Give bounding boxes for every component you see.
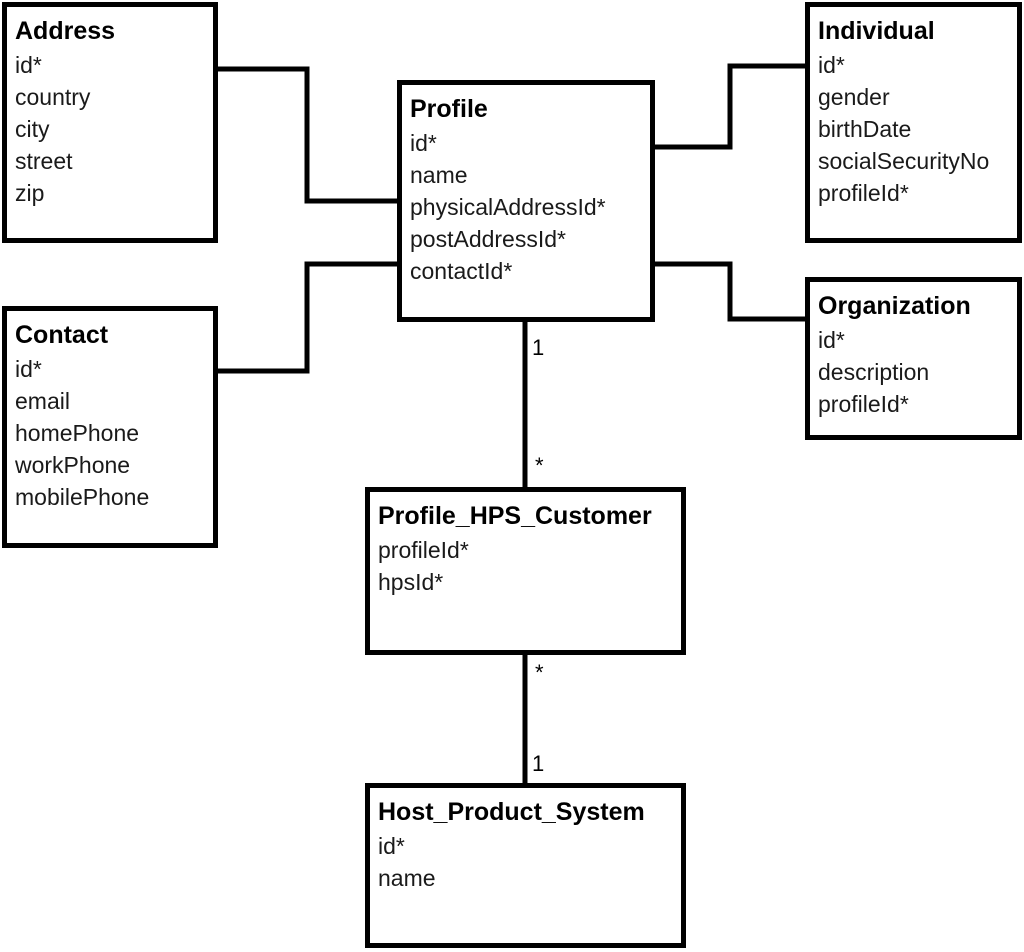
entity-attributes-address: id* country city street zip	[15, 49, 90, 209]
entity-attributes-profile_hps_customer: profileId* hpsId*	[378, 534, 469, 598]
entity-attributes-profile: id* name physicalAddressId* postAddressId* c…	[410, 127, 606, 287]
entity-attribute: workPhone	[15, 452, 131, 478]
entity-attribute: description	[818, 359, 930, 385]
entity-attribute: email	[15, 388, 70, 414]
entity-attribute: postAddressId*	[410, 226, 566, 252]
entity-attribute: name	[410, 162, 468, 188]
entity-title-host_product_system: Host_Product_System	[378, 798, 645, 826]
entity-box-profile[interactable]: Profile id* name physicalAddressId* postAddr…	[397, 80, 655, 322]
entity-attribute: profileId*	[818, 180, 909, 206]
entity-box-host_product_system[interactable]: Host_Product_System id* name	[365, 783, 686, 948]
entity-attributes-host_product_system: id* name	[378, 830, 436, 894]
entity-title-individual: Individual	[818, 17, 935, 45]
entity-attribute: gender	[818, 84, 890, 110]
entity-attribute: id*	[818, 327, 845, 353]
entity-attribute: socialSecurityNo	[818, 148, 990, 174]
entity-title-address: Address	[15, 17, 116, 45]
multiplicity-label-hps-customer-bottom-star: *	[535, 660, 544, 685]
entity-attribute: city	[15, 116, 50, 142]
entity-attributes-organization: id* description profileId*	[818, 324, 929, 420]
entity-attribute: profileId*	[378, 537, 469, 563]
multiplicity-label-profile-end-1: 1	[532, 335, 545, 360]
entity-attribute: id*	[410, 130, 437, 156]
entity-attribute: homePhone	[15, 420, 140, 446]
entity-title-profile: Profile	[410, 95, 488, 123]
entity-box-address[interactable]: Address id* country city street zip	[2, 2, 218, 243]
entity-attributes-individual: id* gender birthDate socialSecurityNo profil…	[818, 49, 989, 209]
entity-attribute: physicalAddressId*	[410, 194, 606, 220]
entity-attribute: id*	[15, 356, 42, 382]
entity-attribute: contactId*	[410, 258, 513, 284]
entity-title-contact: Contact	[15, 321, 109, 349]
entity-attribute: hpsId*	[378, 569, 444, 595]
multiplicity-label-host-product-system-end-1: 1	[532, 751, 545, 776]
entity-attribute: id*	[378, 833, 405, 859]
entity-attribute: zip	[15, 180, 45, 206]
entity-box-organization[interactable]: Organization id* description profileId*	[805, 277, 1022, 440]
entity-title-profile_hps_customer: Profile_HPS_Customer	[378, 502, 652, 530]
relationship-edge-contact-profile	[218, 261, 397, 374]
entity-attribute: birthDate	[818, 116, 912, 142]
entity-attribute: street	[15, 148, 73, 174]
entity-attributes-contact: id* email homePhone workPhone mobilePhone	[15, 353, 149, 513]
entity-box-profile_hps_customer[interactable]: Profile_HPS_Customer profileId* hpsId*	[365, 487, 686, 655]
relationship-edge-profile-organization	[655, 261, 805, 322]
entity-attribute: id*	[818, 52, 845, 78]
entity-attribute: country	[15, 84, 91, 110]
relationship-edge-profile-individual	[655, 63, 805, 150]
entity-attribute: profileId*	[818, 391, 909, 417]
multiplicity-label-hps-customer-top-star: *	[535, 453, 544, 478]
entity-title-organization: Organization	[818, 292, 971, 320]
entity-attribute: name	[378, 865, 436, 891]
entity-box-contact[interactable]: Contact id* email homePhone workPhone mobileP…	[2, 306, 218, 548]
entity-attribute: mobilePhone	[15, 484, 150, 510]
relationship-edge-address-profile	[218, 66, 397, 204]
entity-attribute: id*	[15, 52, 42, 78]
entity-box-individual[interactable]: Individual id* gender birthDate socialSecuri…	[805, 2, 1022, 243]
